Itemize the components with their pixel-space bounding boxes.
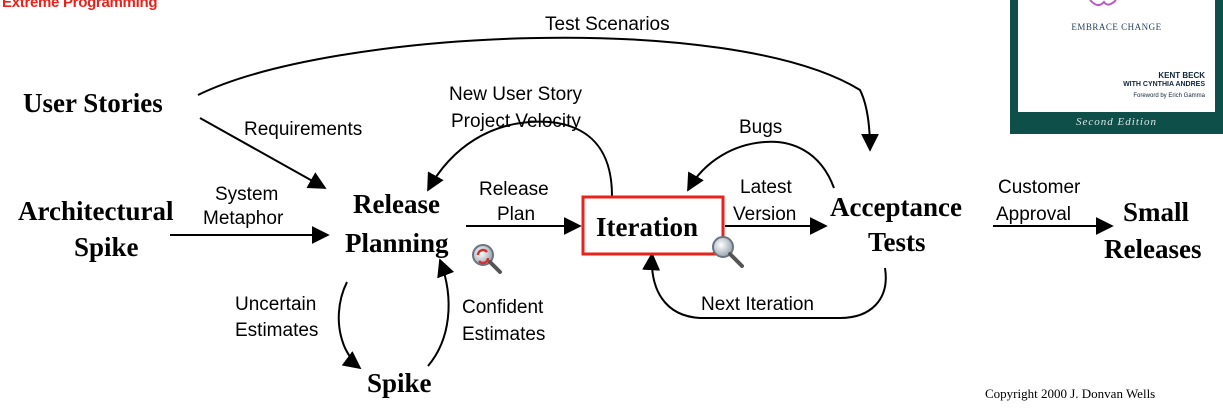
node-spike: Spike (367, 368, 432, 398)
label-confident: Confident (462, 297, 544, 318)
node-releases: Releases (1104, 234, 1201, 264)
label-approval: Approval (996, 204, 1071, 225)
flourish-decoration (1089, 0, 1117, 6)
magnifier-icon[interactable] (712, 236, 744, 268)
edge-test-scenarios (197, 36, 879, 152)
copyright-notice: Copyright 2000 J. Donvan Wells (985, 386, 1156, 401)
node-user-stories: User Stories (23, 88, 163, 118)
book-subtitle: EMBRACE CHANGE (1071, 22, 1162, 32)
page-title: Extreme Programming (2, 0, 158, 11)
label-uncertain: Uncertain (235, 294, 316, 315)
node-planning: Planning (345, 228, 449, 258)
node-small: Small (1123, 197, 1190, 227)
label-bugs: Bugs (739, 117, 782, 138)
node-acceptance: Acceptance (830, 192, 962, 222)
label-project-velocity: Project Velocity (451, 111, 581, 132)
label-test-scenarios: Test Scenarios (545, 14, 670, 35)
book-edition: Second Edition (1076, 116, 1157, 128)
magnifier-icon[interactable] (472, 244, 502, 274)
node-tests: Tests (868, 227, 926, 257)
label-metaphor: Metaphor (203, 208, 284, 229)
book-coauthor: WITH CYNTHIA ANDRES (1123, 81, 1205, 88)
label-new-user-story: New User Story (449, 84, 583, 105)
edge-requirements (199, 117, 327, 189)
book-foreword: Foreword by Erich Gamma (1133, 93, 1205, 99)
edge-uncertain-estimates (337, 281, 362, 370)
edge-new-user-story (427, 120, 613, 197)
label-uncertain-estimates: Estimates (235, 320, 318, 341)
label-version: Version (733, 204, 796, 225)
book-author: KENT BECK (1158, 71, 1205, 80)
label-confident-estimates: Estimates (462, 324, 545, 345)
book-cover-image[interactable]: EMBRACE CHANGE KENT BECK WITH CYNTHIA AN… (1010, 0, 1223, 134)
label-release: Release (479, 179, 549, 200)
node-release: Release (353, 189, 440, 219)
label-system: System (215, 184, 278, 205)
label-customer: Customer (998, 177, 1081, 198)
node-architectural-spike: Spike (74, 232, 139, 262)
book-cover-page: EMBRACE CHANGE KENT BECK WITH CYNTHIA AN… (1018, 0, 1215, 112)
edge-confident-estimates (427, 258, 455, 367)
label-next-iteration: Next Iteration (701, 294, 814, 315)
node-architectural: Architectural (18, 196, 174, 226)
edge-bugs (687, 140, 835, 192)
node-iteration: Iteration (596, 212, 698, 242)
edge-next-iteration (642, 252, 887, 319)
label-latest: Latest (740, 177, 792, 198)
label-plan: Plan (497, 204, 535, 225)
label-requirements: Requirements (244, 119, 362, 140)
iteration-highlight-box (581, 195, 725, 256)
